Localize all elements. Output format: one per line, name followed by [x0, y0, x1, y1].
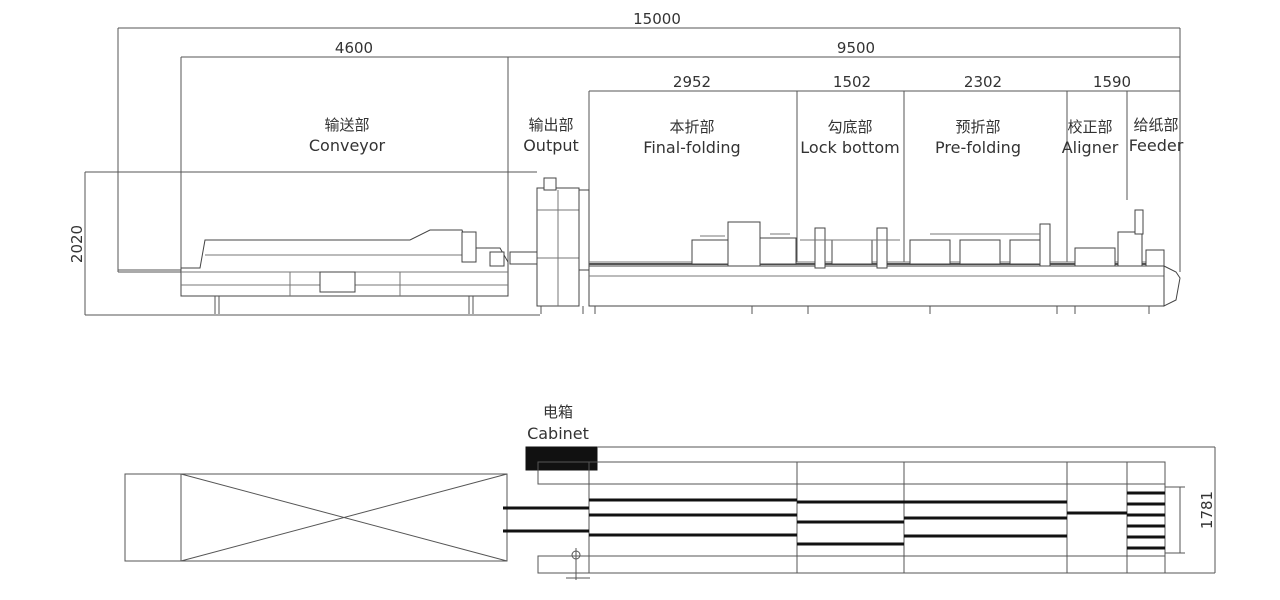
- lock-bottom-label-en: Lock bottom: [800, 138, 899, 157]
- dimension-width-label: 1781: [1198, 491, 1216, 529]
- aligner-label-zh: 校正部: [1067, 118, 1112, 136]
- top-view: 电箱 Cabinet: [124, 403, 1216, 580]
- dimension-conveyor-label: 4600: [335, 39, 373, 57]
- folding-machine-drawing: [588, 209, 1181, 314]
- cabinet-block: [525, 446, 598, 471]
- conveyor-body-drawing: [118, 229, 509, 314]
- output-label-zh: 输出部: [528, 116, 573, 134]
- pre-folding-label-zh: 预折部: [955, 118, 1000, 136]
- feeder-label-en: Feeder: [1129, 136, 1184, 155]
- output-tower-drawing: [509, 177, 590, 314]
- aligner-label-en: Aligner: [1062, 138, 1119, 157]
- dimension-pre-folding-label: 2302: [964, 73, 1002, 91]
- dimension-conveyor: 4600: [180, 39, 509, 290]
- dimension-width: 1781: [1165, 486, 1216, 554]
- conveyor-plan: [124, 473, 508, 562]
- final-folding-label-zh: 本折部: [669, 118, 714, 136]
- cabinet-label-en: Cabinet: [527, 424, 589, 443]
- machine-plan: [503, 446, 1216, 580]
- final-folding-label-en: Final-folding: [643, 138, 740, 157]
- dimension-height: 2020: [68, 171, 540, 316]
- section-labels: 输送部 Conveyor 输出部 Output 本折部 Final-foldin…: [309, 116, 1184, 157]
- conveyor-label-zh: 输送部: [324, 116, 369, 134]
- dimension-aligner-feeder-label: 1590: [1093, 73, 1131, 91]
- lock-bottom-label-zh: 勾底部: [827, 118, 872, 136]
- dimension-machine: 9500: [508, 39, 1180, 58]
- dimension-height-label: 2020: [68, 225, 86, 263]
- dimension-final-folding-label: 2952: [673, 73, 711, 91]
- dimension-sections: 2952 1502 2302 1590: [588, 73, 1180, 262]
- pre-folding-label-en: Pre-folding: [935, 138, 1021, 157]
- dimension-total-label: 15000: [633, 10, 681, 28]
- dimension-total: 15000: [117, 10, 1181, 272]
- dimension-machine-label: 9500: [837, 39, 875, 57]
- conveyor-label-en: Conveyor: [309, 136, 386, 155]
- dimension-lock-bottom-label: 1502: [833, 73, 871, 91]
- output-label-en: Output: [523, 136, 579, 155]
- feeder-label-zh: 给纸部: [1133, 116, 1178, 134]
- cabinet-label-zh: 电箱: [543, 403, 573, 421]
- side-view: 15000 4600 9500 2952 1502 2302 1590: [68, 10, 1184, 316]
